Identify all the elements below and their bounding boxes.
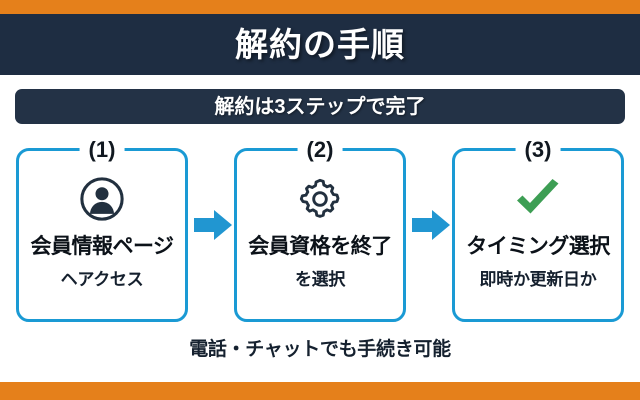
subtitle-text: 解約は3ステップで完了 [214,95,426,118]
arrow-head [214,210,232,240]
step-card-3[interactable]: (3) タイミング選択 即時か更新日か [452,137,624,322]
arrow-shaft [412,218,434,232]
step-card-1[interactable]: (1) 会員情報ページ ヘアクセス [16,137,188,322]
arrow-right-icon-2 [412,210,450,240]
arrow-shaft [194,218,216,232]
step-subtitle-2: を選択 [294,270,346,289]
step-number-3: (3) [515,137,561,163]
footer-note: 電話・チャットでも手続き可能 [189,339,451,360]
step-title-2: 会員資格を終了 [248,235,392,258]
step-number-2: (2) [297,137,343,163]
step-number-1: (1) [79,137,125,163]
step-title-3: タイミング選択 [466,235,610,258]
gear-icon [237,173,403,225]
person-icon [19,173,185,225]
subtitle-banner: 解約は3ステップで完了 [15,89,625,124]
step-title-1: 会員情報ページ [30,235,174,258]
check-icon [455,173,621,225]
steps-row: (1) 会員情報ページ ヘアクセス (2) [0,137,640,326]
page-title: 解約の手順 [235,26,405,63]
top-accent-bar [0,0,640,14]
arrow-right-icon-1 [194,210,232,240]
step-subtitle-3: 即時か更新日か [479,270,597,289]
bottom-accent-bar [0,382,640,400]
step-card-2[interactable]: (2) 会員資格を終了 を選択 [234,137,406,322]
arrow-head [432,210,450,240]
header-band: 解約の手順 [0,14,640,75]
step-subtitle-1: ヘアクセス [60,270,144,289]
